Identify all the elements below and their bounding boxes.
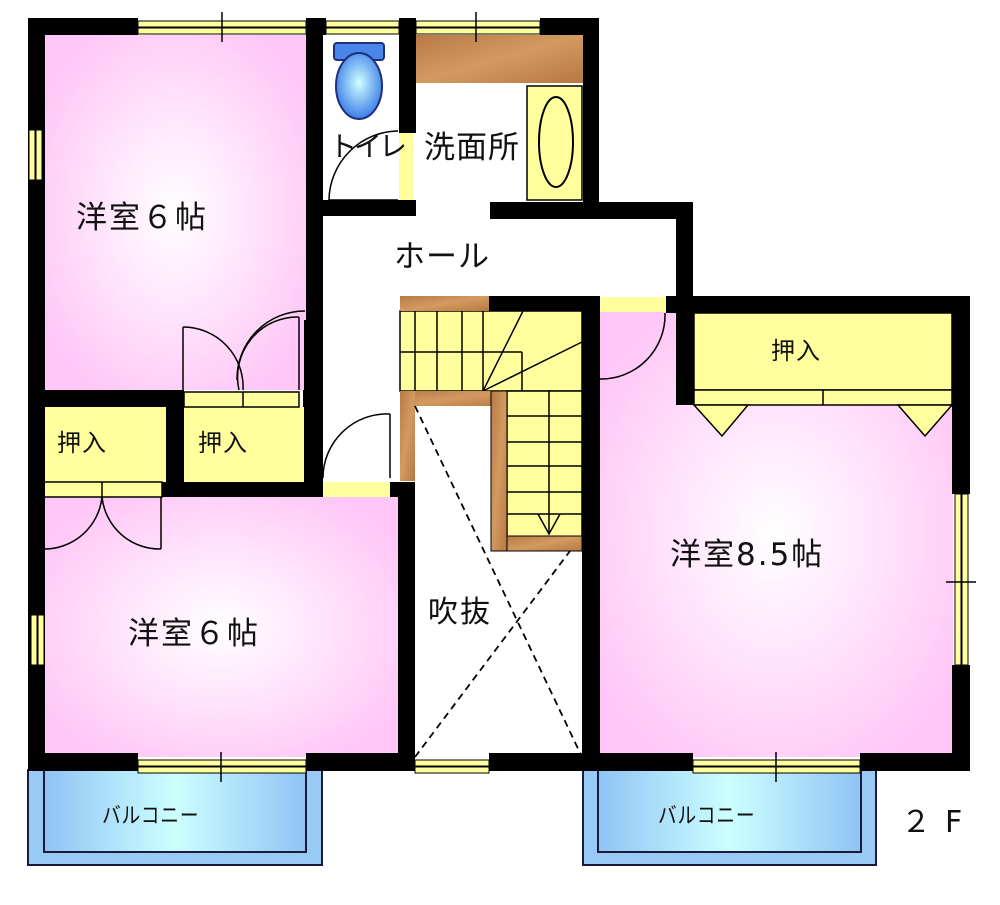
room-label-hall: ホール (394, 239, 490, 275)
room-label-western-e: 洋室8.5帖 (670, 537, 825, 573)
sink-bowl-icon (538, 96, 574, 188)
walls (28, 18, 970, 771)
windows (28, 12, 976, 782)
atrium-void-marker (414, 405, 583, 758)
room-label-balcony-left: バルコニー (102, 804, 200, 829)
wash-counter (416, 35, 583, 83)
staircase (399, 296, 583, 552)
room-label-toilet: トイレ (329, 130, 407, 163)
room-label-closet-left: 押入 (57, 429, 107, 457)
closet-left-floor (44, 407, 166, 482)
room-label-western-sw: 洋室６帖 (128, 616, 260, 652)
room-label-western-nw: 洋室６帖 (76, 200, 208, 236)
balcony-left (27, 769, 323, 866)
closet-middle-floor (184, 407, 304, 482)
western-room-sw-floor (44, 497, 398, 757)
toilet-icon (333, 42, 385, 120)
room-label-balcony-right: バルコニー (658, 804, 756, 829)
toilet-door-swing (328, 130, 399, 201)
room-label-washroom: 洗面所 (424, 130, 520, 166)
room-label-closet-right: 押入 (771, 337, 821, 365)
western-room-nw-floor (44, 35, 306, 390)
room-label-closet-middle: 押入 (198, 429, 248, 457)
room-label-atrium: 吹抜 (428, 595, 492, 630)
floor-label: ２F (901, 805, 977, 840)
closet-right-floor (693, 312, 953, 391)
